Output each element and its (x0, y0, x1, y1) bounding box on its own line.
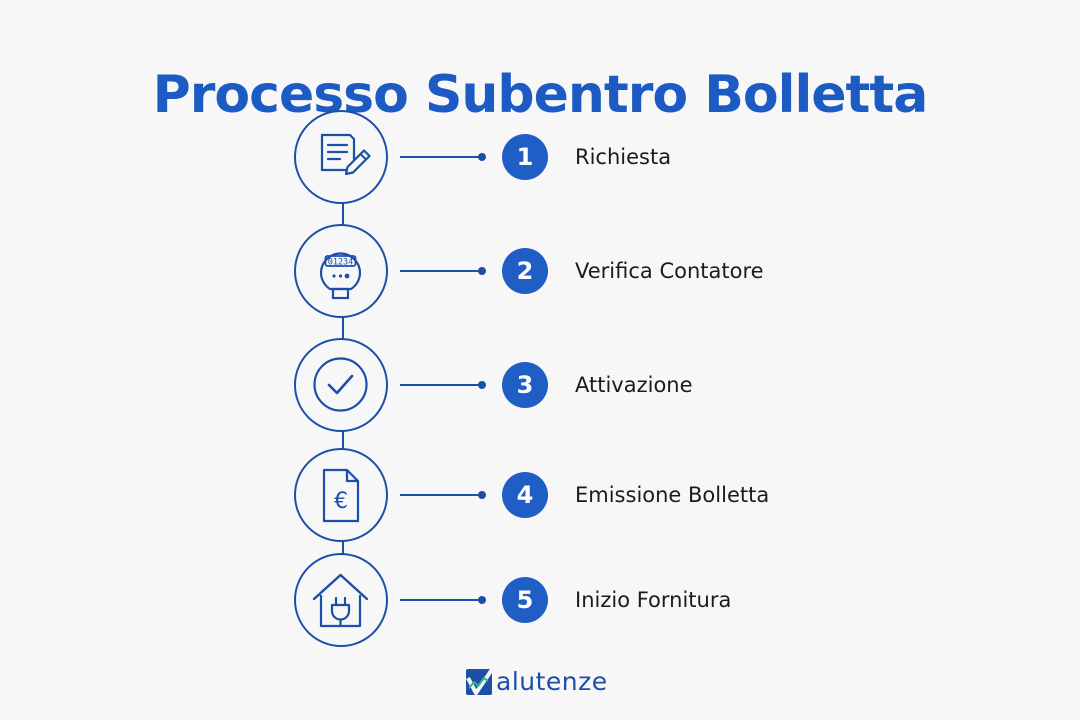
step-connector (400, 494, 480, 496)
process-step: 01234 2 Verifica Contatore (0, 224, 1080, 324)
page-title: Processo Subentro Bolletta (152, 64, 929, 125)
connector-dot (478, 267, 486, 275)
connector-dot (478, 596, 486, 604)
step-label: Inizio Fornitura (575, 588, 732, 612)
meter-icon: 01234 (319, 252, 362, 300)
brand-name: alutenze (496, 667, 608, 696)
step-icon-circle: 01234 (294, 224, 388, 318)
step-connector (400, 599, 480, 601)
step-number-badge: 3 (502, 362, 548, 408)
checkmark-icon (313, 357, 368, 412)
connector-dot (478, 491, 486, 499)
process-step: € 4 Emissione Bolletta (0, 448, 1080, 548)
step-connector (400, 270, 480, 272)
meter-reading: 01234 (328, 257, 354, 267)
process-step: 3 Attivazione (0, 338, 1080, 438)
document-pencil-icon (320, 133, 371, 176)
step-number-badge: 5 (502, 577, 548, 623)
step-number-badge: 1 (502, 134, 548, 180)
step-label: Emissione Bolletta (575, 483, 770, 507)
v-checkmark-logo-icon (466, 666, 495, 695)
process-step: 5 Inizio Fornitura (0, 553, 1080, 653)
step-connector (400, 156, 480, 158)
euro-document-icon: € (322, 468, 360, 523)
euro-symbol: € (334, 489, 348, 514)
step-icon-circle (294, 110, 388, 204)
step-number-badge: 2 (502, 248, 548, 294)
step-label: Richiesta (575, 145, 672, 169)
house-plug-icon (312, 573, 369, 628)
step-connector (400, 384, 480, 386)
connector-dot (478, 381, 486, 389)
step-number-badge: 4 (502, 472, 548, 518)
step-label: Attivazione (575, 373, 693, 397)
step-icon-circle: € (294, 448, 388, 542)
process-step: 1 Richiesta (0, 110, 1080, 210)
step-icon-circle (294, 338, 388, 432)
step-label: Verifica Contatore (575, 259, 764, 283)
step-icon-circle (294, 553, 388, 647)
connector-dot (478, 153, 486, 161)
